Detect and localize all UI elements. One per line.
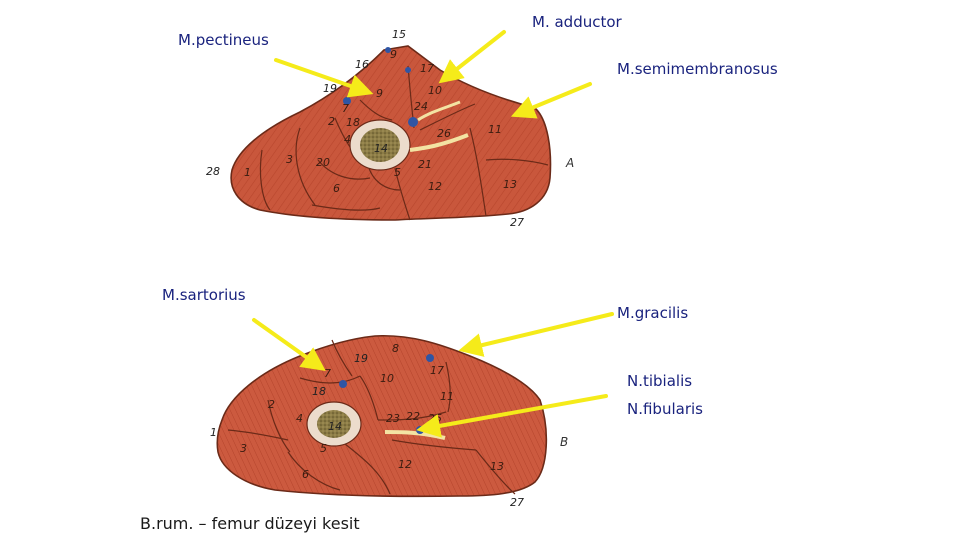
arrow-pectineus [274,58,374,98]
section-a-num: 17 [420,62,434,75]
section-b-num: 23 [386,412,400,425]
section-b-num: 5 [320,442,327,455]
section-b-num: 1 [210,426,217,439]
section-a-num: 9 [390,48,397,61]
arrow-adductor [438,30,506,84]
section-b-num: 7 [324,367,331,380]
section-b-num: 27 [510,496,524,509]
label-n-tibialis: N.tibialis [627,372,693,390]
section-a-num: 11 [488,123,502,136]
section-a-num: 10 [428,84,442,97]
section-b-num: 13 [490,460,504,473]
cross-section-a: 15 9 16 17 10 19 9 24 7 18 2 26 11 14 4 … [206,28,574,229]
section-b-num: 12 [398,458,412,471]
section-a-vessel-3 [405,67,411,73]
arrow-nerves [416,394,608,438]
section-a-num: 20 [316,156,330,169]
section-a-vessel-1 [343,97,351,105]
section-a-femur-marrow [360,128,400,162]
section-b-vessel-1 [339,380,347,388]
section-b-num: 19 [354,352,368,365]
section-b-septa [227,339,516,495]
section-b-num: 4 [296,412,303,425]
section-a-num: 12 [428,180,442,193]
section-b-femur-marrow [317,410,351,438]
section-a-num: 13 [503,178,517,191]
section-b-outline [216,334,548,498]
section-a-letter: A [565,156,574,170]
arrow-sartorius [252,318,326,371]
section-a-num: 7 [342,102,349,115]
section-a-septum-light [417,100,461,122]
section-b-num: 6 [302,468,309,481]
label-m-semimembranosus: M.semimembranosus [617,60,778,78]
section-a-num: 28 [206,165,220,178]
label-m-gracilis: M.gracilis [617,304,689,322]
section-a-num: 4 [344,133,351,146]
label-m-adductor: M. adductor [532,13,622,31]
section-a-num: 5 [394,166,401,179]
section-b-vessel-2 [416,426,424,434]
section-b-num: 8 [392,342,399,355]
section-b-num: 18 [312,385,326,398]
section-a-num: 26 [437,127,451,140]
section-b-num: 17 [430,364,444,377]
section-a-num: 14 [374,142,388,155]
section-b-num: 10 [380,372,394,385]
section-b-vessel-3 [426,354,434,362]
arrow-semimembranosus [510,82,592,119]
section-a-num: 15 [392,28,406,41]
section-b-num: 2 [268,398,275,411]
label-n-fibularis: N.fibularis [627,400,703,418]
section-a-vessel-2 [408,117,418,127]
section-a-sciatic-path [409,133,469,152]
section-a-num: 19 [323,82,337,95]
section-b-num: 25 [428,412,442,425]
section-a-num: 16 [355,58,369,71]
arrow-gracilis [458,312,614,357]
pointer-arrows [252,30,614,438]
section-a-num: 21 [418,158,432,171]
section-a-num: 27 [510,216,524,229]
figure-caption: B.rum. – femur düzeyi kesit [140,514,360,533]
section-b-letter: B [560,435,568,449]
section-b-num: 14 [328,420,342,433]
label-m-sartorius: M.sartorius [162,286,246,304]
section-b-num: 11 [440,390,454,403]
section-a-num: 9 [376,87,383,100]
section-a-num: 3 [286,153,293,166]
label-m-pectineus: M.pectineus [178,31,269,49]
section-b-num: 22 [406,410,420,423]
section-a-num: 1 [244,166,251,179]
section-b-num: 3 [240,442,247,455]
section-a-vessel-4 [385,47,391,53]
section-a-num: 2 [328,115,335,128]
cross-section-b: 8 19 7 17 10 18 11 2 4 14 23 22 25 1 5 3… [210,334,568,509]
section-a-num: 24 [414,100,428,113]
section-a-num: 18 [346,116,360,129]
section-a-num: 6 [333,182,340,195]
